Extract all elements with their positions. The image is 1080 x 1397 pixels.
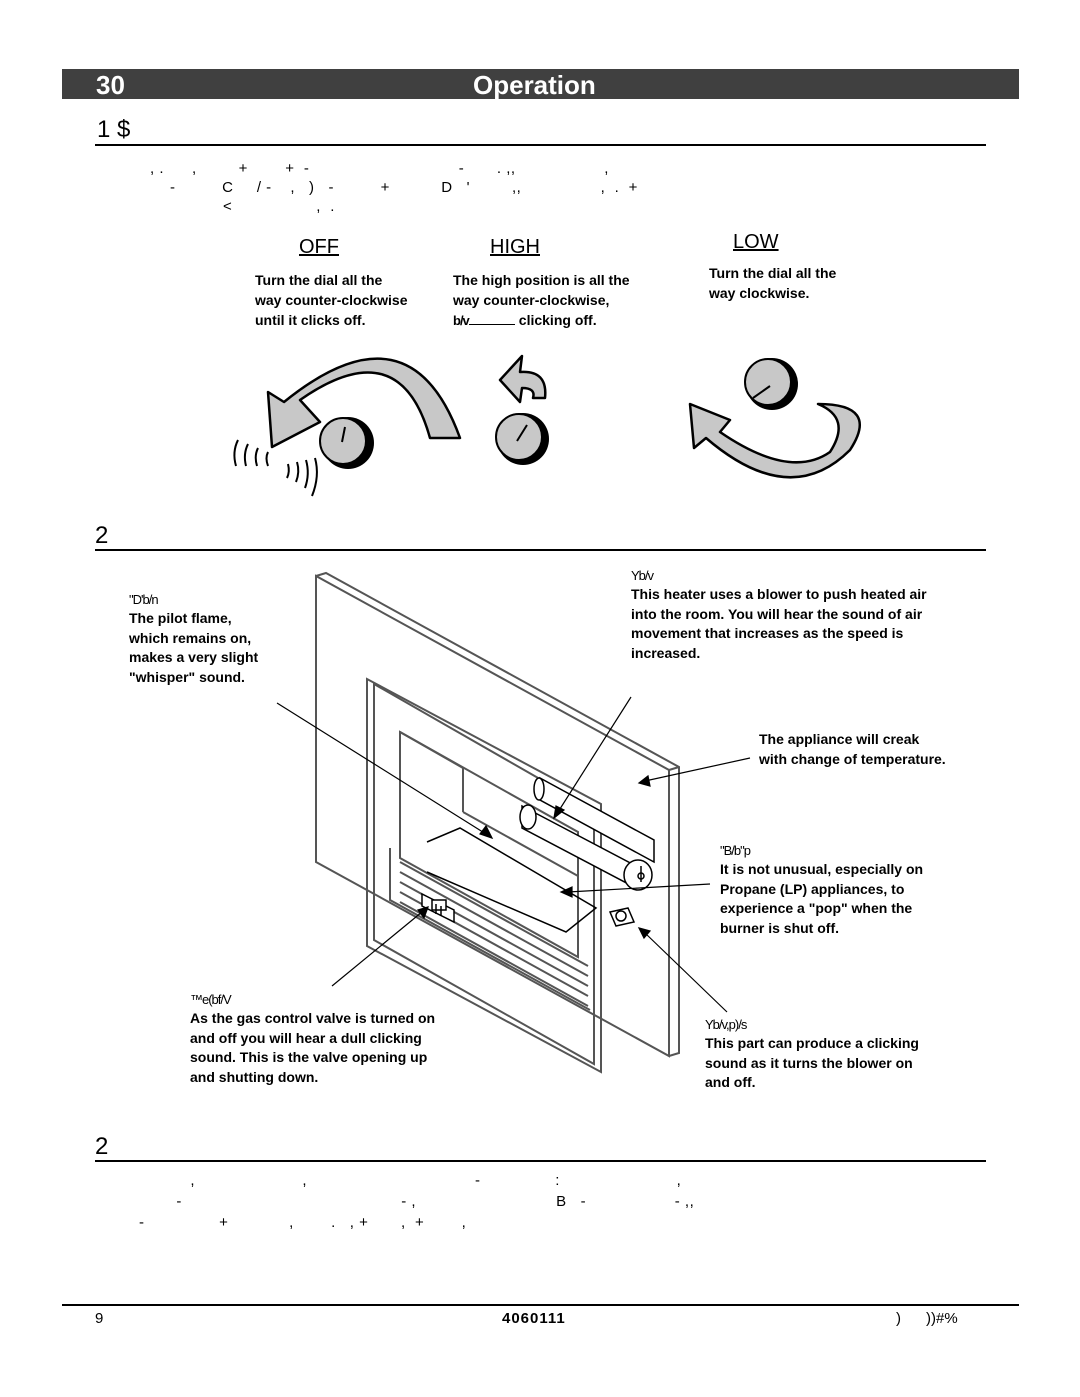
footer-right: ) ))#%	[896, 1310, 958, 1327]
section1-line-2: - C / - , ) - + D ' ,, , . +	[170, 179, 638, 196]
dial-description-line-end: clicking off.	[518, 312, 597, 328]
fireplace-illustration	[276, 571, 751, 1074]
section-title: Operation	[473, 70, 596, 100]
blower-note-line: into the room. You will hear the sound o…	[631, 605, 923, 622]
page-number: 30	[96, 70, 125, 100]
section3-heading: 2	[95, 1133, 109, 1160]
dial-illustrations	[233, 354, 861, 497]
header-bar	[62, 69, 1019, 99]
pilot-note-line: The pilot flame,	[129, 610, 232, 626]
blower-note: Yb/v This heater uses a blower to push h…	[631, 566, 927, 663]
section1-line-1: , . , + + - - . ,, ,	[150, 160, 609, 177]
valve-note-heading: ™e(bf/V	[190, 992, 232, 1007]
blower-note-line: increased.	[631, 644, 701, 661]
dial-description-line: b/v clicking off.	[453, 310, 630, 331]
pop-note-heading: "B/b"p	[720, 843, 751, 858]
section1-rule	[95, 144, 986, 146]
switch-note-line: sound as it turns the blower on	[705, 1054, 913, 1071]
off-arrow-icon	[266, 357, 462, 449]
dial-description-off: Turn the dial all the way counter-clockw…	[255, 270, 408, 330]
gas-valve-icon	[421, 892, 455, 924]
valve-note-line: and off you will hear a dull clicking	[190, 1029, 422, 1046]
pilot-note-heading: "D'b/n	[129, 592, 159, 607]
dial-description-line: Turn the dial all the	[255, 272, 383, 288]
leader-lines	[276, 696, 751, 1013]
fireplace-frame	[315, 571, 680, 1074]
dial-label-off: OFF	[299, 236, 339, 258]
valve-note-line: sound. This is the valve opening up	[190, 1049, 428, 1065]
dial-description-blank	[468, 324, 515, 325]
snap-switch-icon	[608, 907, 636, 927]
dial-description-line: way clockwise.	[709, 285, 810, 301]
valve-note: ™e(bf/V As the gas control valve is turn…	[190, 990, 435, 1087]
creak-note-line: with change of temperature.	[759, 750, 946, 767]
dial-label-low: LOW	[733, 231, 779, 253]
pilot-note-line: "whisper" sound.	[129, 668, 245, 685]
section3-rule	[95, 1160, 986, 1162]
dial-description-low: Turn the dial all the way clockwise.	[709, 263, 836, 303]
switch-note-line: This part can produce a clicking	[705, 1035, 919, 1051]
creak-note: The appliance will creak with change of …	[759, 730, 946, 769]
dial-description-glyph: b/v	[453, 313, 470, 328]
switch-note: Yb/v,p)/s This part can produce a clicki…	[705, 1015, 919, 1093]
high-arrow-icon	[498, 354, 547, 404]
blower-note-line: This heater uses a blower to push heated…	[631, 586, 927, 602]
dial-description-line: until it clicks off.	[255, 312, 366, 328]
creak-note-line: The appliance will creak	[759, 731, 920, 747]
section2-rule	[95, 549, 986, 551]
footer-left: 9	[95, 1310, 104, 1327]
footer-document-number: 4060111	[502, 1310, 566, 1327]
low-dial-knob-icon	[744, 358, 798, 410]
blower-tube-icon	[519, 776, 655, 891]
valve-note-line: and shutting down.	[190, 1068, 319, 1085]
valve-note-line: As the gas control valve is turned on	[190, 1010, 436, 1026]
dial-description-line: Turn the dial all the	[709, 265, 837, 281]
switch-note-line: and off.	[705, 1074, 756, 1090]
section1-heading: 1 $	[97, 116, 131, 143]
pop-note-line: burner is shut off.	[720, 919, 839, 936]
dial-description-high: The high position is all the way counter…	[453, 270, 630, 331]
pilot-note-line: which remains on,	[129, 629, 252, 646]
low-arrow-icon	[688, 402, 861, 479]
pop-note-line: It is not unusual, especially on	[720, 861, 924, 877]
click-sound-lines-icon	[233, 439, 318, 497]
dial-description-line: way counter-clockwise	[255, 292, 408, 308]
pilot-note-line: makes a very slight	[129, 649, 259, 665]
high-dial-knob-icon	[495, 413, 549, 465]
section2-heading: 2	[95, 522, 109, 549]
switch-note-heading: Yb/v,p)/s	[705, 1017, 747, 1032]
section1-line-3: < , .	[223, 198, 335, 215]
pop-note-line: experience a "pop" when the	[720, 900, 913, 916]
blower-note-heading: Yb/v	[631, 568, 654, 583]
dial-description-line: way counter-clockwise,	[453, 292, 610, 308]
footer-rule	[62, 1304, 1019, 1306]
section3-line-2: - - , B - - ,,	[125, 1193, 695, 1210]
pilot-note: "D'b/n The pilot flame, which remains on…	[129, 590, 258, 687]
blower-note-line: movement that increases as the speed is	[631, 625, 904, 641]
section3-line-1: , , - : ,	[125, 1172, 682, 1189]
off-dial-knob-icon	[319, 417, 374, 469]
pop-note: "B/b"p It is not unusual, especially on …	[720, 841, 923, 938]
dial-label-high: HIGH	[490, 236, 540, 258]
pop-note-line: Propane (LP) appliances, to	[720, 880, 905, 897]
dial-description-line: The high position is all the	[453, 272, 630, 288]
section3-line-3: - + , . , + , + ,	[125, 1214, 467, 1231]
